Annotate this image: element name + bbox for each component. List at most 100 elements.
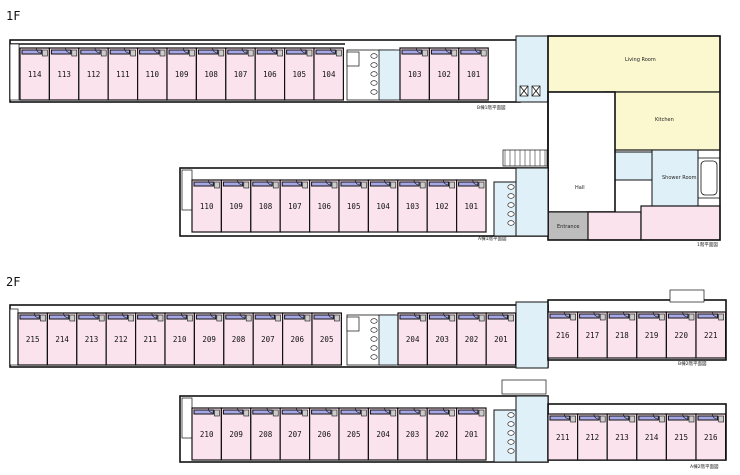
- room-number: 209: [202, 335, 216, 344]
- room-number: 101: [467, 70, 481, 79]
- room-number: 214: [55, 335, 69, 344]
- room-number: 207: [261, 335, 275, 344]
- room-unit: 107: [225, 47, 256, 101]
- room-unit: 209: [220, 407, 252, 461]
- room-number: 102: [435, 202, 449, 211]
- washroom: [613, 151, 653, 181]
- room-unit: 114: [19, 47, 50, 101]
- a1-west-stair: [181, 169, 193, 211]
- room-unit: 221: [695, 311, 727, 359]
- room-number: 108: [204, 70, 218, 79]
- room-number: 213: [85, 335, 99, 344]
- room-number: 210: [200, 430, 214, 439]
- room-unit: 105: [338, 179, 369, 233]
- room-unit: 206: [282, 312, 313, 366]
- toilet-fixture: [370, 80, 378, 86]
- caption-b2: B棟2階平面図: [678, 360, 707, 367]
- room-number: 216: [556, 331, 570, 340]
- room-number: 110: [200, 202, 214, 211]
- room-number: 210: [173, 335, 187, 344]
- caption-main1: 1階平面図: [697, 241, 718, 248]
- room-number: 213: [615, 433, 629, 442]
- shower-room: [651, 149, 699, 207]
- b2-east-rooms: 216 217 218 219 220 221: [547, 311, 727, 359]
- room-number: 114: [28, 70, 42, 79]
- room-number: 221: [704, 331, 718, 340]
- main-room-b: [640, 205, 721, 241]
- room-number: 102: [437, 70, 451, 79]
- room-number: 212: [114, 335, 128, 344]
- room-unit: 112: [78, 47, 109, 101]
- toilet-fixture: [370, 327, 378, 333]
- room-unit: 105: [284, 47, 315, 101]
- a2-stair-hall: [515, 395, 549, 463]
- room-number: 211: [144, 335, 158, 344]
- room-number: 208: [232, 335, 246, 344]
- room-unit: 220: [665, 311, 697, 359]
- room-unit: 218: [606, 311, 638, 359]
- b2-stair-hall: [515, 301, 549, 369]
- room-number: 215: [674, 433, 688, 442]
- room-number: 103: [406, 202, 420, 211]
- room-unit: 109: [166, 47, 197, 101]
- room-unit: 207: [252, 312, 284, 366]
- room-number: 207: [288, 430, 302, 439]
- toilet-fixture: [507, 202, 515, 208]
- room-number: 220: [674, 331, 688, 340]
- toilet-fixture: [507, 184, 515, 190]
- room-unit: 101: [456, 179, 487, 233]
- room-number: 202: [435, 430, 449, 439]
- room-unit: 216: [695, 413, 727, 461]
- kitchen: [604, 91, 721, 151]
- a1-stair-hall: [515, 167, 549, 237]
- toilet-fixture: [370, 336, 378, 342]
- room-unit: 210: [164, 312, 195, 366]
- room-unit: 110: [137, 47, 168, 101]
- caption-a1: A棟1階平面図: [478, 235, 507, 242]
- room-number: 206: [291, 335, 305, 344]
- room-number: 211: [556, 433, 570, 442]
- toilet-fixture: [370, 345, 378, 351]
- toilet-fixture: [370, 62, 378, 68]
- room-unit: 202: [426, 407, 458, 461]
- room-number: 217: [586, 331, 600, 340]
- room-number: 113: [57, 70, 71, 79]
- room-number: 204: [406, 335, 420, 344]
- room-unit: 106: [254, 47, 286, 101]
- room-number: 107: [288, 202, 302, 211]
- room-unit: 201: [456, 407, 487, 461]
- toilet-fixture: [370, 354, 378, 360]
- room-number: 106: [263, 70, 277, 79]
- room-number: 209: [229, 430, 243, 439]
- toilet-fixture: [507, 211, 515, 217]
- room-number: 201: [465, 430, 479, 439]
- room-unit: 219: [636, 311, 667, 359]
- room-unit: 203: [426, 312, 458, 366]
- room-unit: 203: [397, 407, 428, 461]
- b1-west-stair: [9, 43, 20, 101]
- room-unit: 104: [367, 179, 399, 233]
- room-number: 218: [615, 331, 629, 340]
- b2-west-stair: [9, 308, 19, 366]
- floor-label-2f: 2F: [6, 275, 20, 289]
- floor-label-1f: 1F: [6, 9, 20, 23]
- toilet-fixture: [370, 53, 378, 59]
- room-number: 203: [435, 335, 449, 344]
- room-unit: 217: [576, 311, 608, 359]
- room-unit: 216: [547, 311, 579, 359]
- room-number: 219: [645, 331, 659, 340]
- room-unit: 103: [399, 47, 430, 101]
- living-room-label: Living Room: [625, 57, 656, 63]
- kitchen-label: Kitchen: [655, 117, 674, 123]
- room-unit: 106: [309, 179, 340, 233]
- room-unit: 210: [191, 407, 222, 461]
- room-number: 110: [146, 70, 160, 79]
- room-number: 212: [586, 433, 600, 442]
- room-unit: 109: [220, 179, 252, 233]
- room-unit: 208: [223, 312, 254, 366]
- room-number: 112: [87, 70, 101, 79]
- room-unit: 103: [397, 179, 428, 233]
